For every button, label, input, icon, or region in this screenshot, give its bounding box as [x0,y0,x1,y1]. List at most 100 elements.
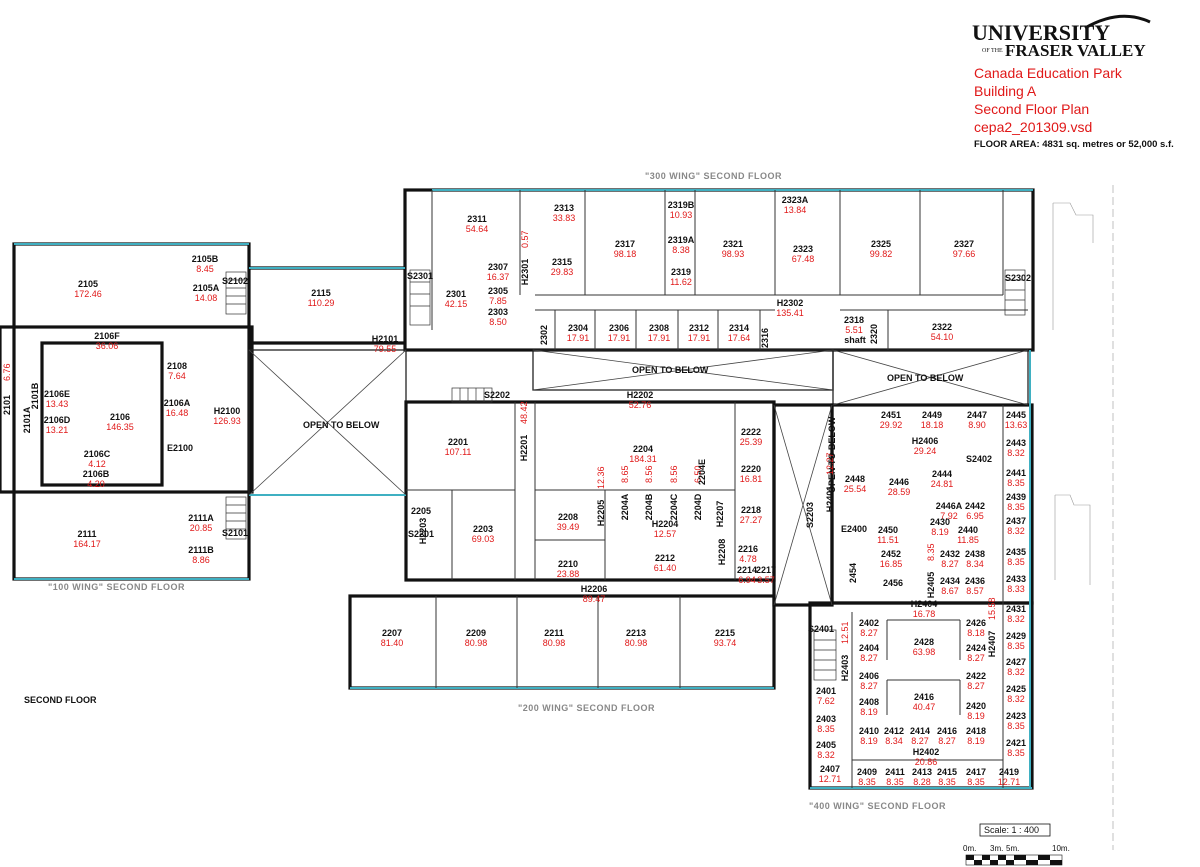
room-2302: 2302 [539,325,549,345]
title-line-4: cepa2_201309.vsd [974,119,1092,135]
room-number: S2402 [966,454,992,464]
stair-S2401 [813,629,837,681]
room-number: 2407 [820,764,840,774]
room-number: 2315 [552,257,572,267]
open-to-below-label: OPEN TO BELOW [632,365,709,375]
room-number: 2204 [633,444,653,454]
room-area: 97.66 [953,249,976,259]
room-number: H2402 [913,747,940,757]
room-number: 2320 [869,324,879,344]
room-area: 69.03 [472,534,495,544]
room-area: 8.35 [1007,557,1025,567]
room-area: 98.93 [722,249,745,259]
room-H2207: H2207 [715,501,725,528]
room-E2100: E2100 [167,443,193,453]
room-area: 107.11 [445,447,472,457]
room-area: 48.42 [519,401,529,424]
room-area: 54.64 [466,224,489,234]
room-2456: 2456 [883,578,903,588]
room-area: 25.39 [740,437,763,447]
room-area: 20.86 [915,757,938,767]
room-area: 7.62 [817,696,835,706]
room-area: 8.27 [860,628,878,638]
room-area: 14.08 [195,293,218,303]
room-number: E2400 [841,524,867,534]
room-number: 2204C [669,493,679,520]
room-S2401: S2401 [808,624,834,634]
room-area: 15.58 [987,597,997,620]
room-area: 4.78 [739,554,757,564]
room-number: 2106D [44,415,71,425]
room-number: 2222 [741,427,761,437]
room-area: 67.48 [792,254,815,264]
room-area: 80.98 [465,638,488,648]
room-number: 2321 [723,239,743,249]
room-number: 2425 [1006,684,1026,694]
room-area: 27.27 [740,515,763,525]
room-number: 2101 [2,395,12,415]
room-area: 6.94 [738,575,756,585]
room-number: 2432 [940,549,960,559]
room-S2101: S2101 [222,528,248,538]
room-area: 52.76 [629,400,652,410]
room-number: 2451 [881,410,901,420]
room-area: 20.85 [190,523,213,533]
room-area: 8.38 [672,245,690,255]
open-to-below-label: OPEN TO BELOW [303,420,380,430]
room-number: 2205 [411,506,431,516]
room-number: 2311 [467,214,487,224]
room-number: 2106A [164,398,191,408]
logo-university: UNIVERSITY [972,20,1110,45]
wing-label-300: "300 WING" SECOND FLOOR [645,171,782,181]
room-area: 93.74 [714,638,737,648]
room-number: 2434 [940,576,960,586]
room-number: 2426 [966,618,986,628]
stair-S2101 [225,496,247,540]
room-area: 11.62 [670,277,692,287]
room-number: 2445 [1006,410,1026,420]
room-area: 8.27 [911,736,929,746]
room-H2208: H2208 [717,539,727,566]
room-area: 24.81 [931,479,954,489]
room-number: 2215 [715,628,735,638]
room-area: 8.35 [817,724,835,734]
room-area: 8.19 [860,707,878,717]
wing-label-100: "100 WING" SECOND FLOOR [48,582,185,592]
room-number: shaft [844,335,866,345]
room-number: 2454 [848,563,858,583]
room-number: 2217 [756,565,776,575]
room-number: 2306 [609,323,629,333]
room-area: 8.32 [817,750,835,760]
room-2205: 2205 [411,506,431,516]
room-number: 2446 [889,477,909,487]
room-number: 2316 [760,328,770,348]
